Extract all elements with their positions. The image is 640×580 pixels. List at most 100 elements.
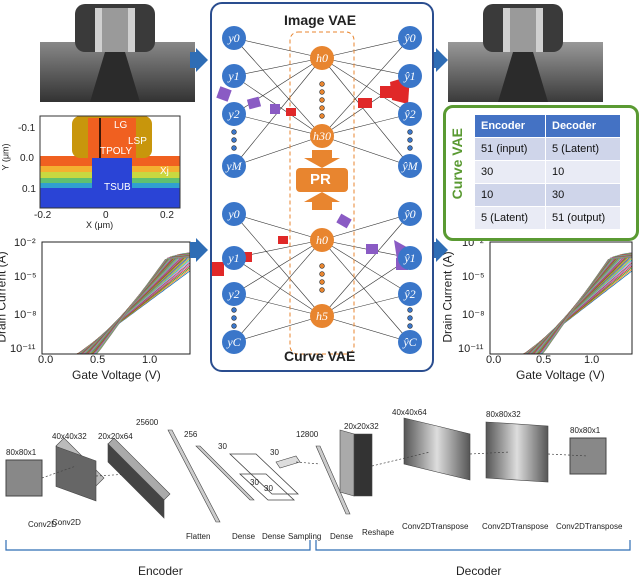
table-cell: 10 bbox=[545, 160, 621, 184]
ellipsis-dot bbox=[231, 129, 237, 135]
table-cell: 10 bbox=[474, 183, 546, 207]
node-curve-latent: h0 bbox=[310, 228, 334, 252]
ellipsis-dot bbox=[231, 323, 237, 329]
node-curve-input: y1 bbox=[222, 246, 246, 270]
input-iv-curves: Drain Current (A) 10⁻² 10⁻⁵ 10⁻⁸ 10⁻¹¹ 0… bbox=[0, 236, 200, 386]
ellipsis-dot bbox=[319, 113, 325, 119]
layer-type-label: Conv2D bbox=[28, 520, 57, 529]
table-cell: 51 (output) bbox=[545, 206, 621, 230]
net-connection bbox=[233, 257, 323, 317]
flow-arrows bbox=[190, 48, 448, 262]
net-connection bbox=[321, 315, 411, 343]
net-connection bbox=[233, 135, 323, 167]
layer-type-label: Dense bbox=[262, 532, 286, 541]
node-image-latent: h30 bbox=[310, 124, 334, 148]
reconstructed-device-image bbox=[448, 2, 603, 102]
node-curve-output: ŷ0 bbox=[398, 202, 422, 226]
layer-size-label: 12800 bbox=[296, 430, 319, 439]
node-image-latent: h0 bbox=[310, 46, 334, 70]
table-header-decoder: Decoder bbox=[545, 114, 621, 138]
ellipsis-dot bbox=[407, 137, 413, 143]
table-row: 5 (Latent)51 (output) bbox=[474, 206, 621, 230]
right-ytick-2: 10⁻⁸ bbox=[462, 309, 485, 321]
left-ytick-2: 10⁻⁸ bbox=[14, 309, 37, 321]
left-ytick-0: 10⁻² bbox=[14, 237, 36, 249]
layer-type-label: Dense bbox=[330, 532, 354, 541]
net-connection bbox=[321, 135, 411, 167]
net-connection bbox=[233, 315, 323, 343]
net-connection bbox=[321, 213, 411, 241]
decoder-label: Decoder bbox=[456, 564, 502, 578]
layer-size-label: 30 bbox=[270, 448, 279, 457]
left-xtick-2: 1.0 bbox=[142, 354, 158, 366]
ellipsis-dot bbox=[319, 279, 325, 285]
net-connection bbox=[321, 239, 411, 343]
table-row: 51 (input)5 (Latent) bbox=[474, 137, 621, 161]
ellipsis-dot bbox=[407, 145, 413, 151]
device-cross-section: LG LSP TPOLY Xj TSUB Y (μm) -0.1 0.0 0.1… bbox=[0, 108, 200, 230]
layer-size-label: 40x40x64 bbox=[392, 408, 427, 417]
device-label-tpoly: TPOLY bbox=[100, 146, 133, 157]
net-connection bbox=[321, 213, 411, 317]
node-image-input: y2 bbox=[222, 102, 246, 126]
table-cell: 30 bbox=[545, 183, 621, 207]
left-ytick-1: 10⁻⁵ bbox=[14, 271, 37, 283]
net-connection bbox=[321, 57, 411, 77]
layer-size-label: 20x20x64 bbox=[98, 432, 133, 441]
left-xtick-1: 0.5 bbox=[90, 354, 106, 366]
net-connection bbox=[233, 113, 323, 137]
device-label-lsp: LSP bbox=[128, 136, 147, 147]
device-ytick-0: -0.1 bbox=[18, 123, 36, 134]
layer-type-label: Dense bbox=[232, 532, 256, 541]
layer-size-label: 40x40x32 bbox=[52, 432, 87, 441]
right-xtick-2: 1.0 bbox=[584, 354, 600, 366]
curve-vae-table-title: Curve VAE bbox=[449, 128, 465, 200]
latent-size-label: 30 bbox=[250, 478, 259, 487]
net-connection bbox=[321, 37, 411, 137]
net-connection bbox=[321, 239, 411, 295]
layer-type-label: Conv2D bbox=[52, 518, 81, 527]
input-device-image bbox=[40, 2, 195, 102]
device-label-tsub: TSUB bbox=[104, 182, 131, 193]
net-connection bbox=[321, 57, 411, 167]
layer-type-label: Conv2DTranspose bbox=[556, 522, 623, 531]
net-connection bbox=[321, 113, 411, 137]
ellipsis-dot bbox=[407, 315, 413, 321]
net-connection bbox=[321, 293, 411, 317]
device-label-xj: Xj bbox=[160, 166, 169, 177]
encoder-label: Encoder bbox=[138, 564, 183, 578]
node-curve-output: ŷ2 bbox=[398, 282, 422, 306]
layer-size-label: 256 bbox=[184, 430, 198, 439]
node-image-output: ŷM bbox=[398, 154, 422, 178]
net-connection bbox=[233, 37, 323, 59]
net-connection bbox=[233, 37, 323, 137]
curve-vae-title: Curve VAE bbox=[284, 348, 356, 364]
device-xtick-0: -0.2 bbox=[34, 210, 52, 221]
layer-size-label: 30 bbox=[218, 442, 227, 451]
table-cell: 5 (Latent) bbox=[474, 206, 546, 230]
layer-type-label: Sampling bbox=[288, 532, 322, 541]
ellipsis-dot bbox=[407, 129, 413, 135]
pr-label: PR bbox=[310, 171, 331, 188]
right-xtick-0: 0.0 bbox=[486, 354, 502, 366]
ellipsis-dot bbox=[319, 287, 325, 293]
node-curve-output: ŷC bbox=[398, 330, 422, 354]
net-connection bbox=[321, 37, 411, 59]
ellipsis-dot bbox=[319, 81, 325, 87]
left-ytick-3: 10⁻¹¹ bbox=[10, 343, 36, 355]
ellipsis-dot bbox=[319, 105, 325, 111]
ellipsis-dot bbox=[319, 263, 325, 269]
layer-type-label: Conv2DTranspose bbox=[482, 522, 549, 531]
node-image-input: y0 bbox=[222, 26, 246, 50]
latent-size-label: 30 bbox=[264, 484, 273, 493]
right-ytick-1: 10⁻⁵ bbox=[462, 271, 485, 283]
device-xtick-2: 0.2 bbox=[160, 210, 174, 221]
table-cell: 51 (input) bbox=[474, 137, 546, 161]
net-connection bbox=[233, 239, 323, 343]
ellipsis-dot bbox=[319, 89, 325, 95]
device-x-label: X (μm) bbox=[86, 220, 114, 230]
right-xlabel: Gate Voltage (V) bbox=[516, 368, 605, 382]
node-image-output: ŷ2 bbox=[398, 102, 422, 126]
